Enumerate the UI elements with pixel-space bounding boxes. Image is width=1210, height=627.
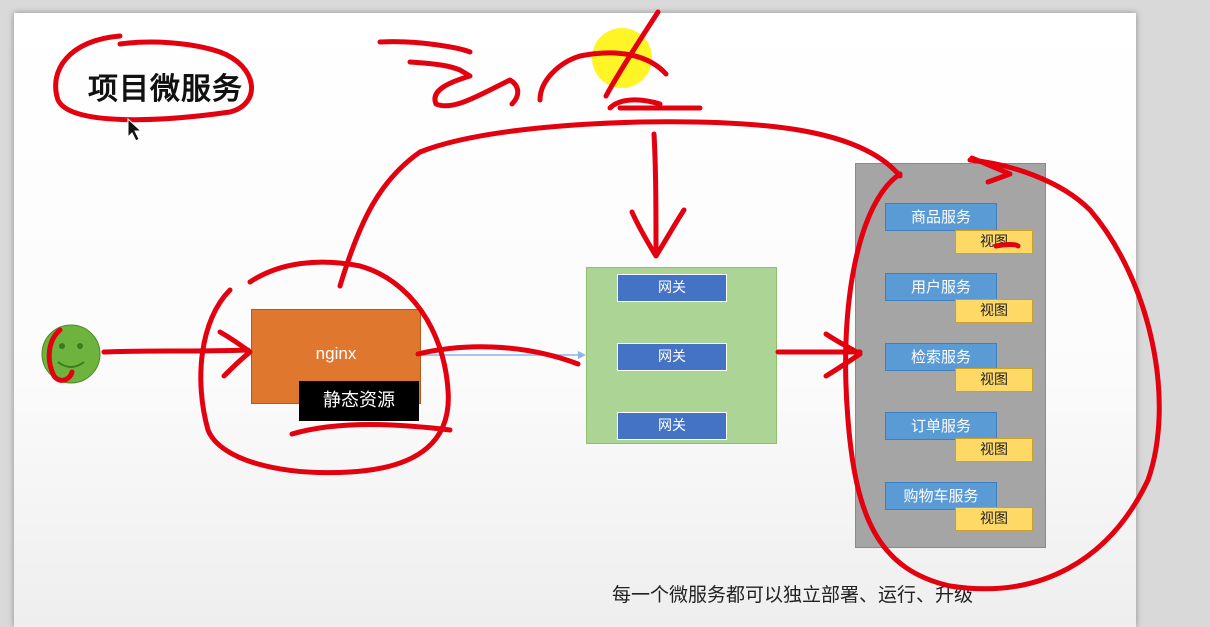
user-face-icon [41,324,101,384]
nginx-label: nginx [315,344,357,363]
service-cart: 购物车服务 [885,482,997,510]
service-order: 订单服务 [885,412,997,440]
service-user: 用户服务 [885,273,997,301]
gateway-to-services-arrow [775,331,863,379]
view-underline-stroke [993,242,1021,249]
service-product: 商品服务 [885,203,997,231]
service-user-view: 视图 [955,299,1033,323]
user-to-nginx-arrow [101,329,253,379]
big-arc-arrow [337,119,903,289]
mouse-cursor-icon [127,117,143,142]
user-mark-stroke [46,327,75,383]
service-order-view: 视图 [955,438,1033,462]
gateway-1: 网关 [617,274,727,302]
nginx-circle-stroke [198,259,451,476]
underline-stroke [289,422,453,437]
service-product-view: 视图 [955,230,1033,254]
gateway-cluster: 网关 网关 网关 [586,267,777,444]
services-circle-stroke [843,157,1162,592]
service-search: 检索服务 [885,343,997,371]
connector-arrowhead [578,351,586,359]
microservices-cluster: 商品服务 视图 用户服务 视图 检索服务 视图 订单服务 视图 购物车服务 视图 [855,163,1046,548]
footer-caption: 每一个微服务都可以独立部署、运行、升级 [612,584,974,606]
static-resources-label: 静态资源 [299,381,419,421]
slide-title: 项目微服务 [88,72,243,107]
title-circle-stroke [53,33,254,123]
service-search-view: 视图 [955,368,1033,392]
scribble-stroke [377,39,703,111]
gateway-2: 网关 [617,343,727,371]
top-flourish-stroke [603,9,661,99]
gateway-3: 网关 [617,412,727,440]
down-arrow-to-gateway [629,131,687,259]
service-cart-view: 视图 [955,507,1033,531]
nginx-to-gateway-stroke [415,344,581,367]
